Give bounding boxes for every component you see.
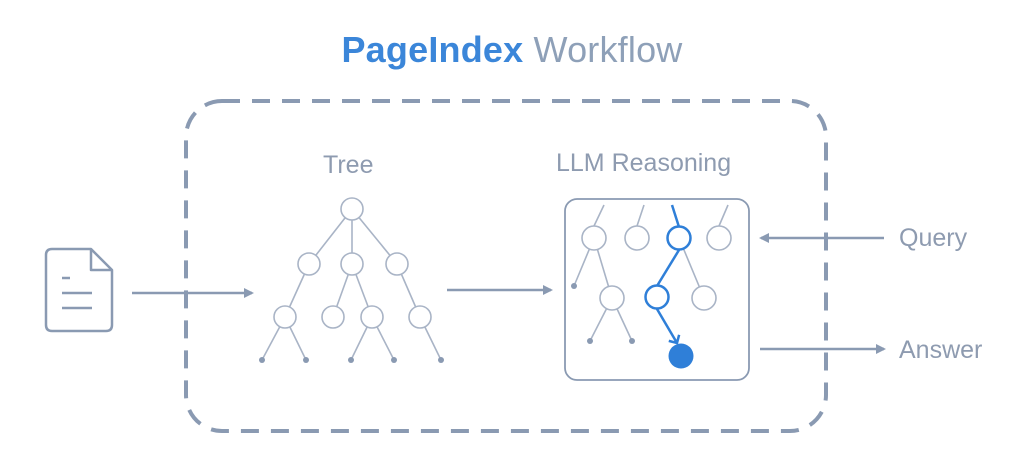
reasoning-node <box>599 285 625 311</box>
title-rest: Workflow <box>533 29 683 70</box>
reasoning-leaves <box>571 283 635 344</box>
reasoning-node <box>691 285 717 311</box>
reasoning-node <box>706 225 732 251</box>
reasoning-path <box>644 204 692 345</box>
title-brand: PageIndex <box>341 29 524 70</box>
tree-label: Tree <box>323 151 374 179</box>
document-icon <box>44 247 114 333</box>
workflow-frame <box>184 99 828 433</box>
tree-node <box>360 305 384 329</box>
tree-node <box>297 252 321 276</box>
reasoning-tree <box>573 204 732 342</box>
diagram-title: PageIndex Workflow <box>0 26 1024 74</box>
tree-leaves <box>259 357 444 363</box>
answer-node <box>668 343 694 369</box>
tree-node <box>385 252 409 276</box>
path-node <box>666 225 692 251</box>
tree-node <box>340 197 364 221</box>
reasoning-node <box>581 225 607 251</box>
reasoning-label: LLM Reasoning <box>556 149 732 177</box>
tree-node <box>321 305 345 329</box>
tree-node <box>340 252 364 276</box>
query-label: Query <box>899 224 968 252</box>
tree-node <box>273 305 297 329</box>
reasoning-node <box>624 225 650 251</box>
answer-label: Answer <box>899 336 983 364</box>
path-node <box>644 284 670 310</box>
tree-node <box>408 305 432 329</box>
tree-diagram <box>261 197 442 361</box>
